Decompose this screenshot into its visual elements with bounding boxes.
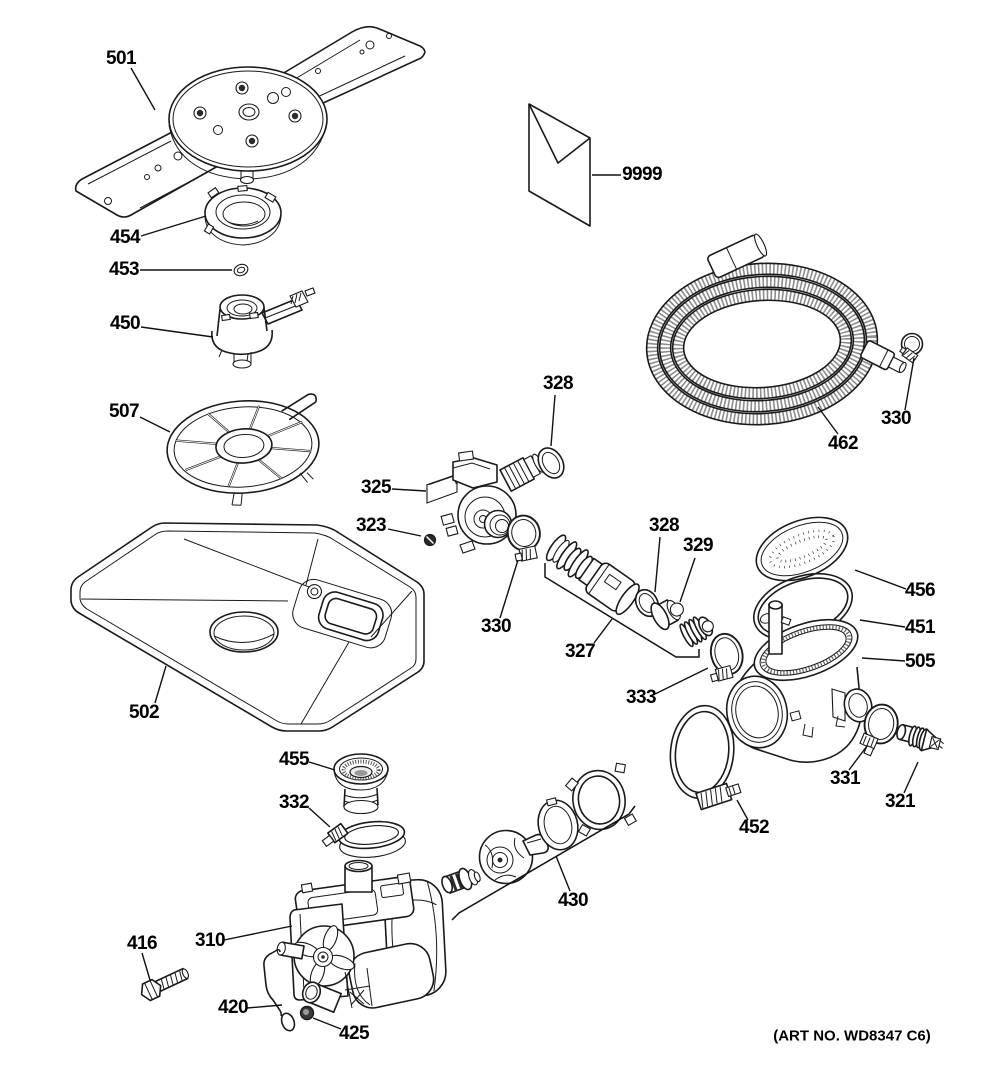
leader-416-bolt xyxy=(141,952,151,981)
o-ring-upper xyxy=(537,447,565,479)
hose-assembly-bracket xyxy=(544,563,700,658)
leader-327-hose-assembly xyxy=(593,618,613,644)
retainer-wire xyxy=(263,948,296,1032)
leader-330-hose-clamp-right xyxy=(904,357,915,411)
leader-lines xyxy=(130,67,919,1030)
leader-456-fine-filter xyxy=(854,569,907,590)
kit-lock-ring xyxy=(564,762,638,837)
sump-cover-inlet-boss xyxy=(292,578,393,649)
leader-321-sensor xyxy=(903,761,919,794)
leader-325-drain-pump xyxy=(391,488,427,492)
fine-filter xyxy=(755,516,849,582)
sump-side-port xyxy=(843,688,873,723)
drain-hose-end-cuffs xyxy=(707,233,907,374)
leader-501-spray-arm-assembly xyxy=(130,67,156,111)
sump-front-flange xyxy=(725,675,789,749)
hose-clamp-inlet xyxy=(709,632,744,683)
leader-332-clamp xyxy=(308,807,331,828)
drain-pump xyxy=(426,450,545,554)
kit-seal xyxy=(537,797,579,851)
spray-arm-assembly xyxy=(74,25,426,218)
spray-arm-support xyxy=(203,184,282,246)
leader-328-o-ring-lower xyxy=(654,536,661,593)
kit-plug xyxy=(441,867,481,894)
spray-arm-hub xyxy=(211,287,316,369)
sump-housing xyxy=(725,600,873,763)
hose-clamp-small xyxy=(859,703,899,757)
leader-507-filter-plate xyxy=(139,416,171,433)
threaded-fitting xyxy=(679,616,714,648)
leader-430-impeller-seal-kit xyxy=(555,855,571,892)
leader-502-sump-cover xyxy=(154,665,167,704)
sensor xyxy=(896,723,944,752)
screw-323 xyxy=(423,533,437,547)
leader-330-hose-clamp-center xyxy=(499,559,519,619)
leader-450-spray-arm-hub xyxy=(140,326,214,338)
impeller-kit-bracket xyxy=(451,805,636,921)
clamp-large xyxy=(669,704,742,811)
drain-hose xyxy=(645,262,879,426)
filter-plate xyxy=(166,393,320,506)
leader-333-hose-clamp-inlet xyxy=(654,667,709,695)
hose-clamp-right xyxy=(899,332,924,364)
leader-454-spray-arm-support xyxy=(140,215,207,237)
grommet xyxy=(299,1005,315,1021)
bolt xyxy=(140,967,190,1002)
leader-329-check-valve xyxy=(679,557,696,603)
art-number: (ART NO. WD8347 C6) xyxy=(773,1027,931,1045)
leader-455-coupler xyxy=(308,761,336,771)
leader-425-grommet xyxy=(312,1017,342,1030)
leader-505-sump-housing xyxy=(861,657,906,662)
kit-impeller xyxy=(478,829,549,885)
mini-manual xyxy=(528,103,591,227)
leader-331-hose-clamp-small xyxy=(848,745,868,771)
leader-310-motor-pump-assembly xyxy=(223,925,293,941)
coupler xyxy=(333,753,389,815)
leader-462-drain-hose xyxy=(817,406,839,435)
clamp-332 xyxy=(321,820,406,858)
check-valve xyxy=(650,599,684,631)
hose-clamp-center xyxy=(506,514,541,562)
o-ring-453 xyxy=(233,263,249,277)
leader-451-sump-gasket xyxy=(859,619,906,628)
sump-cover xyxy=(70,522,425,732)
leader-452-clamp-large xyxy=(736,799,749,821)
spray-arm-holes xyxy=(193,81,302,148)
leader-323-screw xyxy=(387,528,422,537)
hose-assembly xyxy=(545,534,714,648)
impeller-seal-kit xyxy=(441,762,638,894)
leader-420-retainer-wire xyxy=(246,1004,283,1009)
leader-328-o-ring-upper xyxy=(550,394,556,447)
motor-pump-assembly xyxy=(276,859,447,1014)
